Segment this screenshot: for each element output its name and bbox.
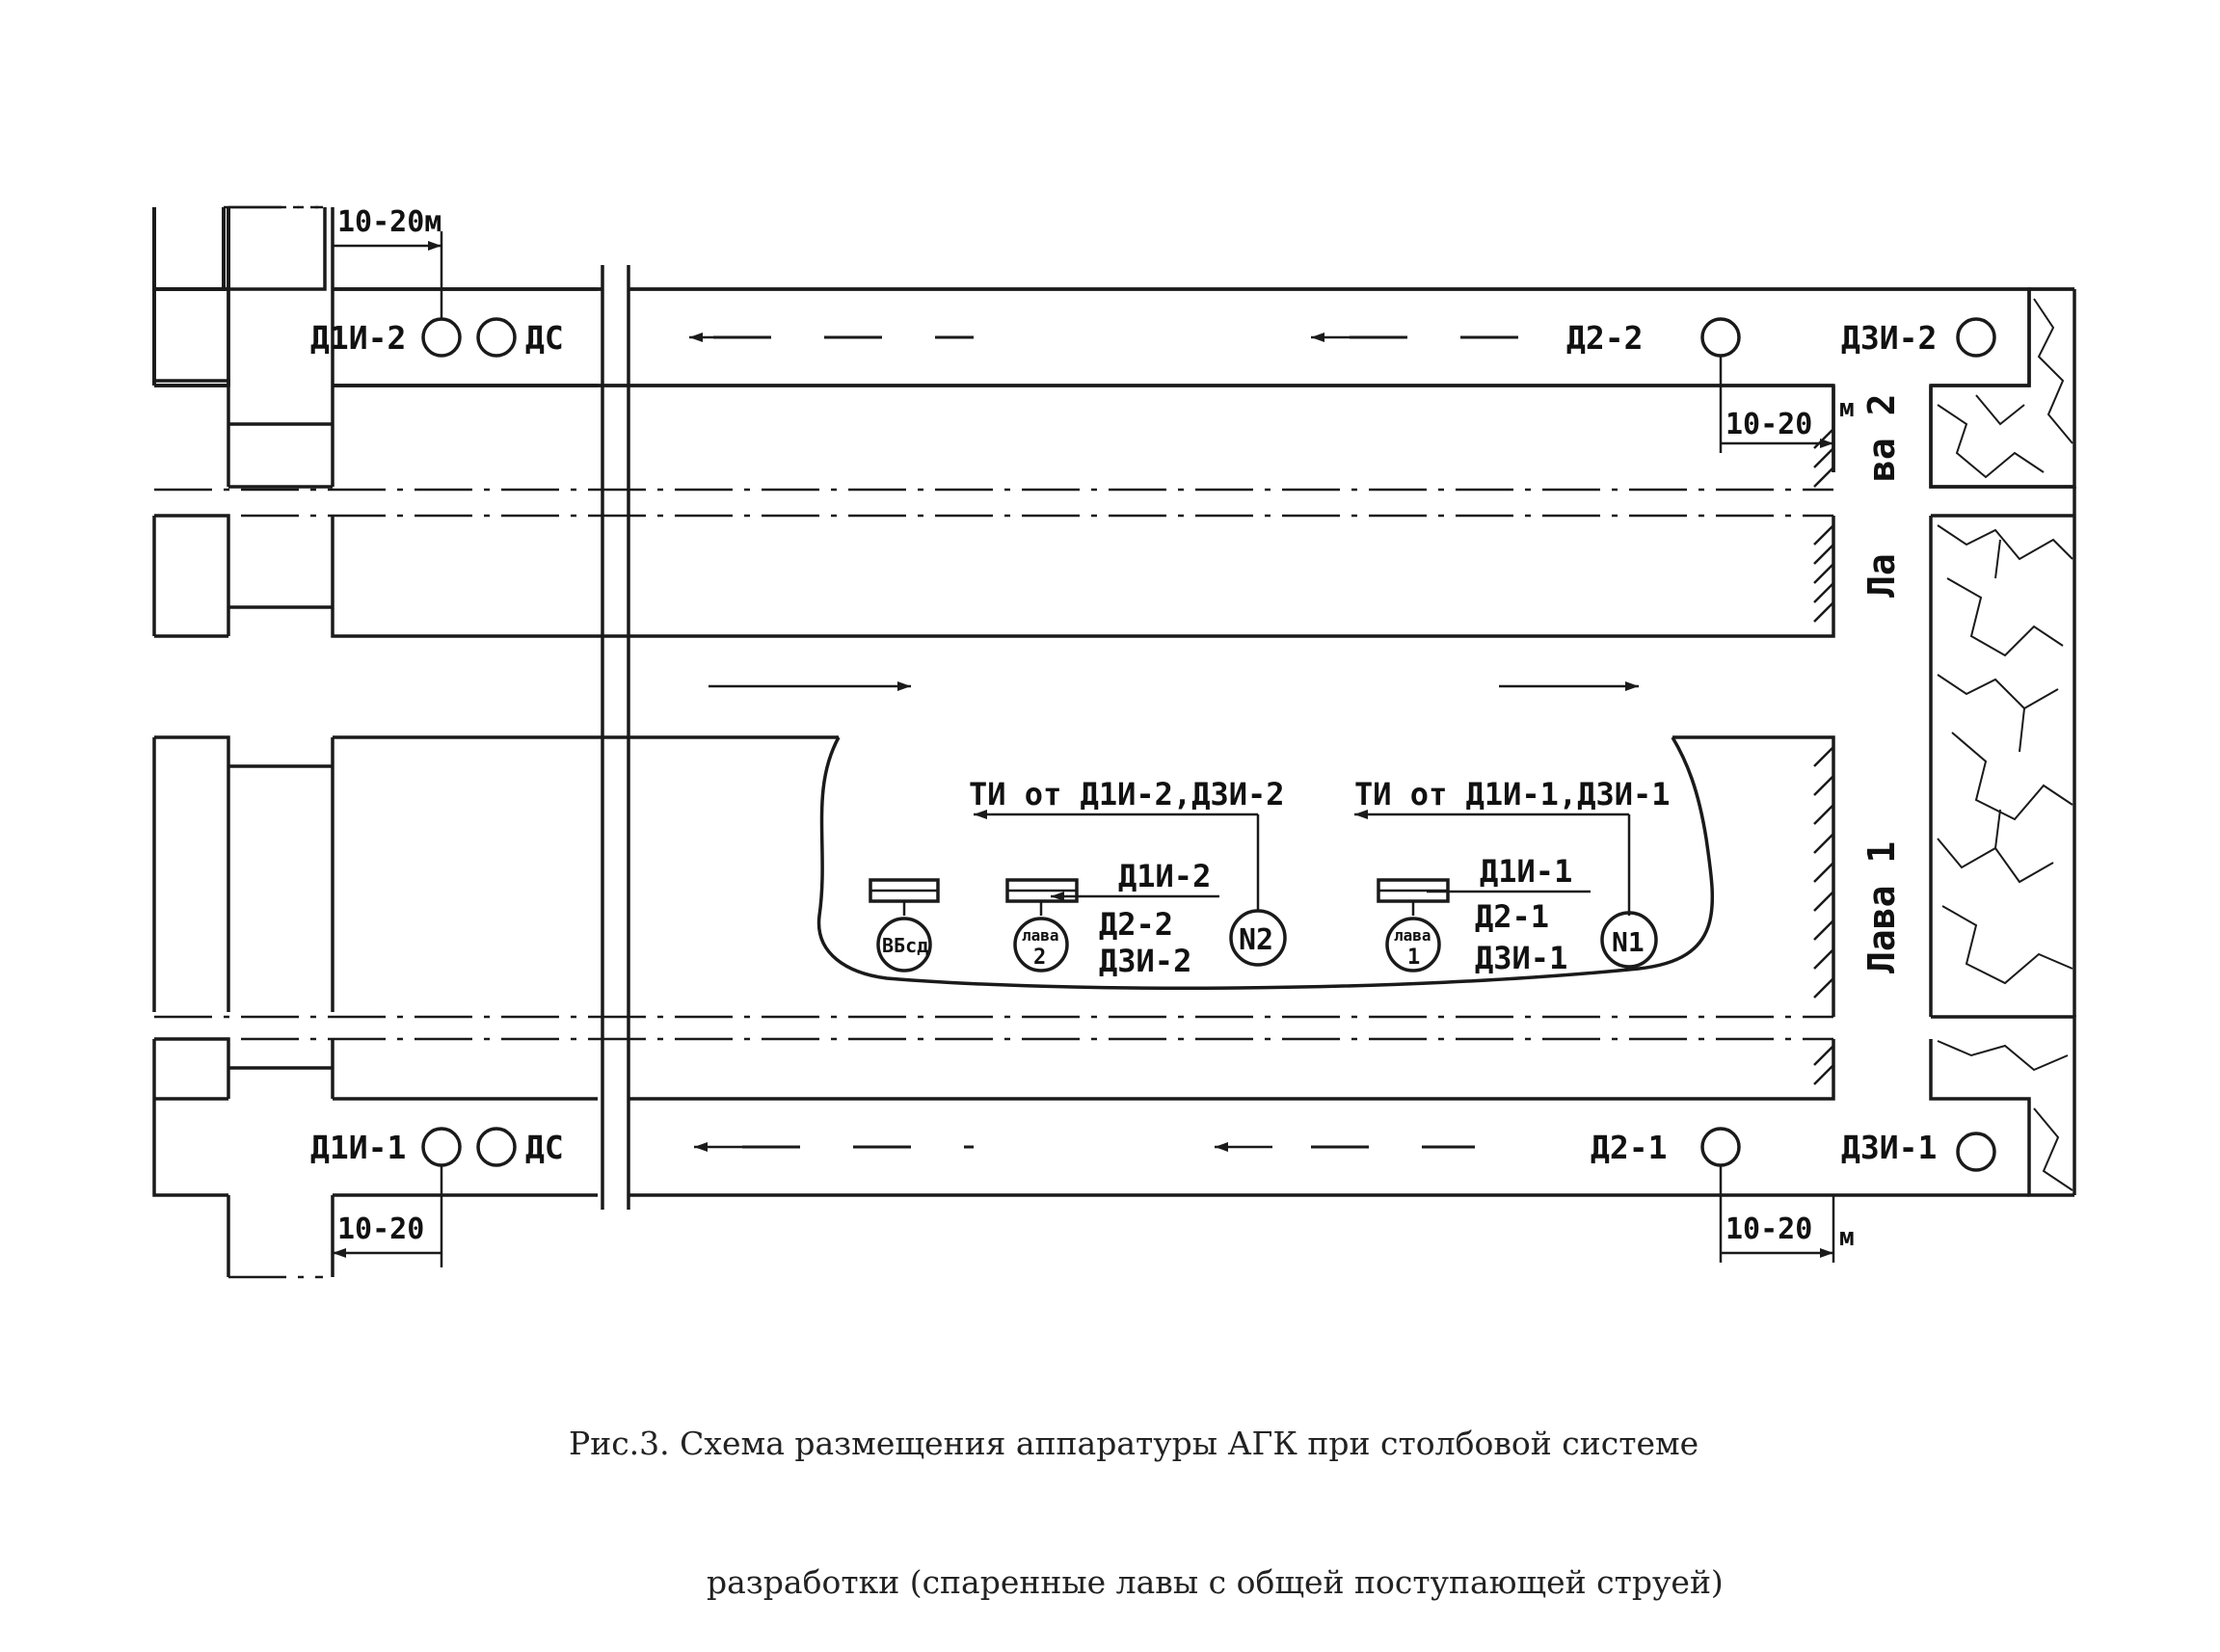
svg-text:1: 1: [1407, 946, 1420, 970]
svg-text:лава: лава: [1394, 926, 1431, 945]
figure-caption: Рис.3. Схема размещения аппаратуры АГК п…: [569, 1328, 1724, 1652]
top-drift: [152, 207, 226, 289]
svg-text:ДС: ДС: [525, 319, 564, 357]
signals-group-2: Д1И-2 Д2-2 Д3И-2: [1051, 858, 1219, 979]
signals-group-1: Д1И-1 Д2-1 Д3И-1: [1427, 853, 1591, 976]
dimension-bottom-left: 10-20: [333, 1165, 443, 1267]
sensor-ds-top: ДС: [476, 317, 564, 358]
goaf-rock-pattern: [1937, 298, 2073, 1191]
svg-text:2: 2: [1033, 946, 1046, 970]
unit-n2: N2: [1229, 909, 1287, 967]
final-scheme: [152, 205, 2076, 1279]
sensor-d2-1: Д2-1: [1591, 1127, 1741, 1167]
svg-text:Д3И-2: Д3И-2: [1841, 319, 1937, 357]
svg-text:N2: N2: [1239, 923, 1273, 957]
svg-text:N1: N1: [1612, 926, 1645, 958]
switch-lava2: лава 2: [1005, 878, 1079, 973]
sensor-d1i2: Д1И-2: [310, 317, 462, 358]
svg-text:10-20: 10-20: [337, 1212, 424, 1246]
face-hatching-lava1: [1813, 746, 1834, 1085]
svg-text:лава: лава: [1022, 926, 1059, 945]
svg-text:Д1И-1: Д1И-1: [310, 1129, 406, 1166]
svg-text:м: м: [1839, 1223, 1855, 1252]
sensor-d3i2: Д3И-2: [1841, 317, 1996, 358]
svg-text:ВБсд: ВБсд: [882, 934, 928, 957]
svg-text:Д2-2: Д2-2: [1099, 906, 1173, 943]
svg-text:Д2-2: Д2-2: [1566, 319, 1643, 357]
svg-text:Д3И-2: Д3И-2: [1099, 943, 1191, 979]
mine-ventilation-scheme: Д1И-2 ДС Д2-2 Д3И-2 Д1И-1 ДС Д2-1 Д3И-1 …: [152, 205, 2076, 1279]
lava1-label: Лава 1: [1860, 841, 1903, 973]
svg-text:м: м: [1839, 394, 1855, 423]
svg-text:Д1И-2: Д1И-2: [310, 319, 406, 357]
svg-text:Д1И-2: Д1И-2: [1118, 858, 1211, 894]
sensor-d3i1: Д3И-1: [1841, 1129, 1996, 1172]
svg-text:10-20: 10-20: [1725, 408, 1812, 441]
caption-line-1: Рис.3. Схема размещения аппаратуры АГК п…: [569, 1425, 1699, 1462]
face-hatching-lava2: [1813, 428, 1834, 623]
svg-text:Д2-1: Д2-1: [1475, 898, 1549, 935]
svg-text:10-20м: 10-20м: [337, 205, 441, 239]
sensor-d2-2: Д2-2: [1566, 317, 1741, 358]
svg-text:ва 2: ва 2: [1860, 393, 1903, 482]
switch-vbsd: ВБсд: [869, 878, 940, 973]
svg-text:Лава 1: Лава 1: [1860, 841, 1903, 973]
ti-line-lava1: ТИ от Д1И-1,Д3И-1: [1354, 776, 1671, 916]
svg-text:Д3И-1: Д3И-1: [1841, 1129, 1937, 1166]
svg-text:Д1И-1: Д1И-1: [1480, 853, 1572, 890]
dimension-top-right: 10-20 м: [1719, 356, 1855, 453]
sensor-ds-bottom: ДС: [476, 1127, 564, 1167]
left-drift-structure: [152, 205, 318, 291]
svg-text:ДС: ДС: [525, 1129, 564, 1166]
svg-text:ТИ от Д1И-1,Д3И-1: ТИ от Д1И-1,Д3И-1: [1354, 776, 1671, 813]
svg-text:Д3И-1: Д3И-1: [1475, 940, 1567, 976]
svg-text:ТИ от Д1И-2,Д3И-2: ТИ от Д1И-2,Д3И-2: [969, 776, 1285, 813]
svg-text:10-20: 10-20: [1725, 1212, 1812, 1246]
lava2-label: ва 2 Ла: [1860, 393, 1903, 598]
ti-line-lava2: ТИ от Д1И-2,Д3И-2: [969, 776, 1285, 911]
layout-lines: [222, 207, 226, 289]
caption-line-2: разработки (спаренные лавы с общей посту…: [707, 1563, 1724, 1601]
galleries: [152, 207, 327, 386]
dimension-top-left: 10-20м: [333, 205, 443, 319]
unit-n1: N1: [1600, 911, 1658, 969]
svg-text:Д2-1: Д2-1: [1591, 1129, 1667, 1166]
dimension-bottom-right: 10-20 м: [1719, 1165, 1855, 1263]
svg-text:Ла: Ла: [1860, 553, 1903, 598]
sensor-d1i1: Д1И-1: [310, 1127, 462, 1167]
switch-lava1: лава 1: [1377, 878, 1450, 973]
